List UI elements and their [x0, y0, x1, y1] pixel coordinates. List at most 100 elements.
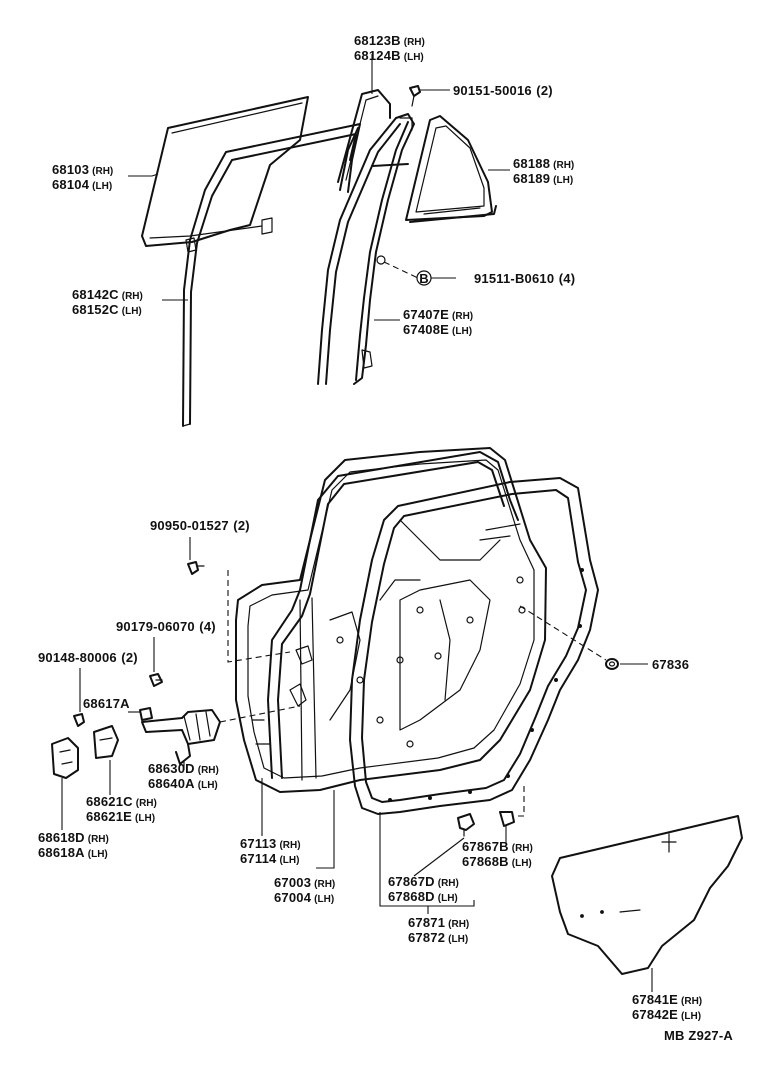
rh-tag: (RH)	[121, 291, 143, 302]
callout-67867B: 67867B(RH) 67868B(LH)	[462, 840, 533, 870]
callout-90148-80006: 90148-80006 (2)	[38, 651, 138, 664]
rh-tag: (RH)	[87, 834, 109, 845]
lh-tag: (LH)	[681, 1011, 702, 1022]
door-inner-weatherstrip	[267, 451, 519, 779]
front-glass-channel	[337, 89, 409, 183]
part-number: 67114	[240, 851, 277, 866]
diagram-code: MB Z927-A	[664, 1029, 733, 1042]
callout-68617A: 68617A	[83, 697, 130, 710]
part-number: 68103	[52, 162, 90, 177]
door-panel	[235, 447, 547, 793]
rh-tag: (RH)	[135, 798, 157, 809]
division-bar	[317, 113, 415, 385]
quarter-glass	[405, 115, 497, 223]
rh-tag: (RH)	[279, 840, 301, 851]
part-number: 67004	[274, 890, 312, 905]
part-number: 68630D	[148, 761, 195, 776]
part-number: 68188	[513, 156, 551, 171]
dashed-plug-line	[519, 605, 607, 661]
callout-68630D: 68630D(RH) 68640A(LH)	[148, 762, 219, 792]
screw-90148	[73, 713, 85, 727]
callout-90179-06070: 90179-06070 (4)	[116, 620, 216, 633]
callout-68123B: 68123B(RH) 68124B(LH)	[354, 34, 425, 64]
rh-tag: (RH)	[92, 166, 114, 177]
lh-tag: (LH)	[87, 849, 108, 860]
door-weatherstrip	[349, 477, 599, 815]
callout-68103: 68103(RH) 68104(LH)	[52, 163, 113, 193]
callout-67836: 67836	[652, 658, 689, 671]
rh-tag: (RH)	[553, 160, 575, 171]
callout-67867D: 67867D(RH) 67868D(LH)	[388, 875, 459, 905]
dashed-check-line	[219, 705, 301, 723]
pin-68617A	[139, 707, 153, 721]
rh-tag: (RH)	[681, 996, 703, 1007]
reference-marker: B	[419, 271, 429, 286]
callout-90950-01527: 90950-01527 (2)	[150, 519, 250, 532]
callout-68142C: 68142C(RH) 68152C(LH)	[72, 288, 143, 318]
quantity: (2)	[233, 518, 250, 533]
part-number: 68621E	[86, 809, 133, 824]
lh-tag: (LH)	[403, 52, 424, 63]
part-number: 67407E	[403, 307, 450, 322]
rh-tag: (RH)	[448, 919, 470, 930]
rh-tag: (RH)	[511, 843, 533, 854]
part-number: 90950-01527	[150, 518, 229, 533]
lh-tag: (LH)	[452, 326, 473, 337]
lh-tag: (LH)	[511, 858, 532, 869]
lh-tag: (LH)	[121, 306, 142, 317]
hinge-plate	[51, 737, 79, 779]
part-number: 68142C	[72, 287, 119, 302]
rh-tag: (RH)	[197, 765, 219, 776]
lh-tag: (LH)	[448, 934, 469, 945]
bolt-90179	[149, 673, 163, 687]
dashed-clip-line	[518, 786, 525, 817]
part-number: 68617A	[83, 696, 130, 711]
part-number: 68124B	[354, 48, 401, 63]
part-number: 68152C	[72, 302, 119, 317]
lh-tag: (LH)	[279, 855, 300, 866]
plug-67836	[605, 658, 619, 670]
figure-code: MB Z927-A	[664, 1028, 733, 1043]
lh-tag: (LH)	[135, 813, 156, 824]
door-check-assembly	[141, 709, 221, 765]
leader-67871	[379, 812, 475, 907]
leader-67003	[316, 790, 335, 869]
callout-67003: 67003(RH) 67004(LH)	[274, 876, 335, 906]
glass-run-channel	[182, 123, 361, 427]
part-number: 67836	[652, 657, 690, 672]
callout-68621C: 68621C(RH) 68621E(LH)	[86, 795, 157, 825]
rh-tag: (RH)	[437, 878, 459, 889]
part-number: 68618D	[38, 830, 85, 845]
part-number: 67868D	[388, 889, 435, 904]
part-number: 67868B	[462, 854, 509, 869]
part-number: 67871	[408, 915, 446, 930]
striker-plate	[93, 725, 119, 759]
screw-upper	[409, 85, 421, 107]
part-number: 67408E	[403, 322, 450, 337]
quantity: (2)	[121, 650, 138, 665]
clip-67867D	[457, 813, 475, 837]
callout-67871: 67871(RH) 67872(LH)	[408, 916, 469, 946]
leader-91511-dashed	[383, 261, 419, 279]
rh-tag: (RH)	[403, 37, 425, 48]
lh-tag: (LH)	[197, 780, 218, 791]
part-number: 67867D	[388, 874, 435, 889]
dashed-bolt-line	[227, 570, 291, 663]
part-number: 68640A	[148, 776, 195, 791]
leader-68103	[128, 173, 159, 177]
part-number: 67872	[408, 930, 446, 945]
quantity: (4)	[199, 619, 216, 634]
lh-tag: (LH)	[553, 175, 574, 186]
lh-tag: (LH)	[437, 893, 458, 904]
part-number: 67841E	[632, 992, 679, 1007]
part-number: 68104	[52, 177, 90, 192]
callout-67841E: 67841E(RH) 67842E(LH)	[632, 993, 702, 1023]
service-hole-cover	[551, 815, 743, 975]
leader-67867D	[413, 837, 465, 877]
part-number: 90148-80006	[38, 650, 117, 665]
screw-90950	[187, 561, 205, 575]
part-number: 68618A	[38, 845, 85, 860]
part-number: 90179-06070	[116, 619, 195, 634]
